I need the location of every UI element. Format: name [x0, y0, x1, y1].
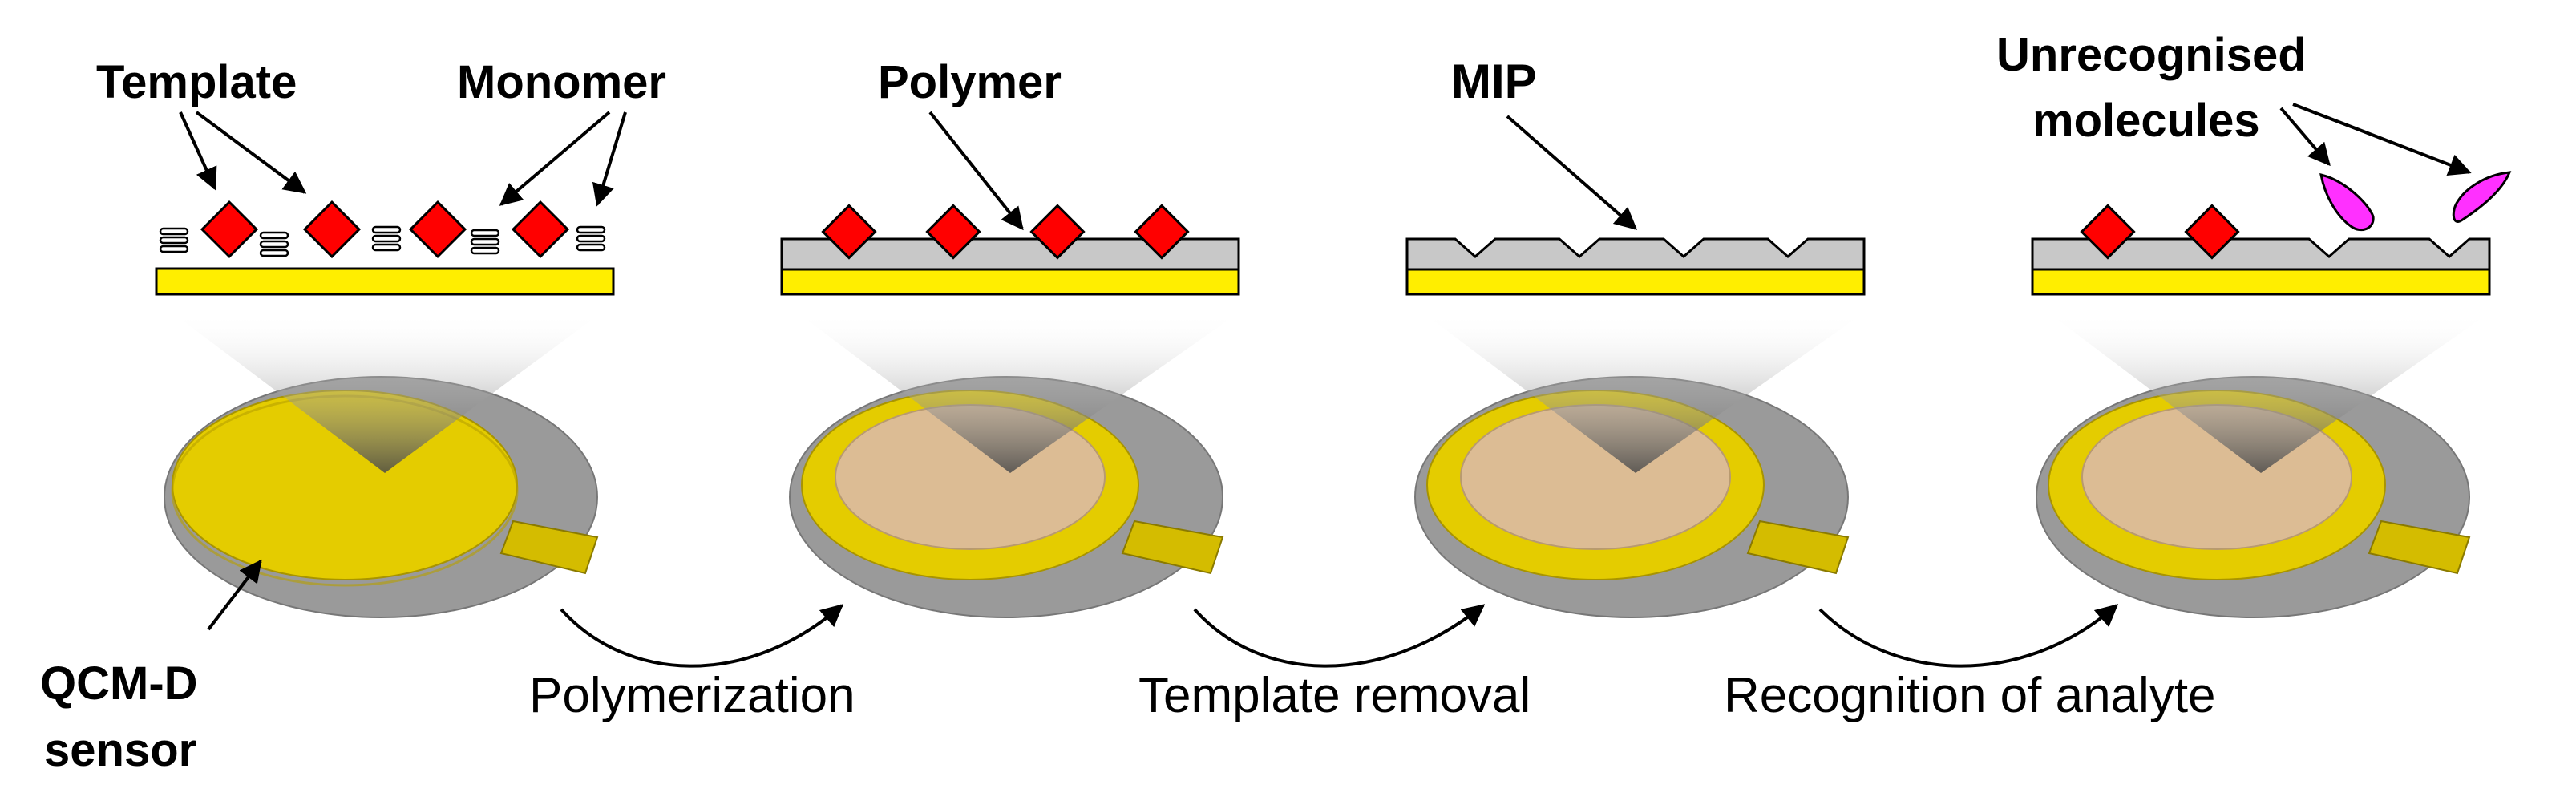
process-steps: Polymerization Template removal Recognit…	[529, 604, 2216, 723]
arrow-sensor	[207, 559, 262, 631]
template-diamond	[925, 204, 981, 260]
template-diamond	[408, 200, 467, 259]
templates-1	[200, 200, 570, 259]
label-sensor-line1: QCM-D	[40, 657, 198, 710]
qcm-sensor-4	[2036, 376, 2471, 618]
step-label-2: Template removal	[1138, 668, 1531, 723]
molecule-drop	[2452, 171, 2512, 223]
template-diamond	[2080, 204, 2136, 260]
label-unrecognised-line1: Unrecognised	[1996, 29, 2307, 81]
step-arrow-2	[1193, 604, 1486, 668]
template-diamond	[302, 200, 362, 259]
gold-substrate-2	[780, 267, 1240, 296]
label-polymer: Polymer	[878, 56, 1062, 108]
arrow-polymer	[928, 111, 1024, 231]
template-diamond	[821, 204, 877, 260]
sensor-tab	[1121, 520, 1224, 575]
sensor-tab	[2368, 520, 2471, 575]
bound-templates-4	[2080, 204, 2240, 260]
label-unrecognised-line2: molecules	[2032, 95, 2260, 147]
arrow-monomer-a	[499, 111, 611, 206]
label-monomer: Monomer	[457, 56, 666, 108]
label-template: Template	[96, 56, 297, 108]
step-label-3: Recognition of analyte	[1724, 668, 2216, 723]
template-diamond	[200, 200, 259, 259]
template-diamond	[1134, 204, 1190, 260]
template-diamond	[511, 200, 570, 259]
arrow-monomer-b	[592, 111, 627, 207]
molecule-drop	[2319, 173, 2375, 232]
templates-2	[821, 204, 1190, 260]
arrow-mip	[1506, 115, 1638, 230]
arrow-template-a	[179, 111, 217, 191]
step-label-1: Polymerization	[529, 668, 855, 723]
gold-substrate-3	[1405, 267, 1866, 296]
stage-3-mip: MIP	[1405, 55, 1866, 618]
label-mip: MIP	[1451, 55, 1537, 108]
sensor-tab	[1746, 520, 1850, 575]
beam-4	[2048, 313, 2489, 473]
sensor-tab	[499, 520, 599, 575]
beam-2	[798, 313, 1239, 473]
arrow-template-b	[195, 111, 307, 194]
arrow-unrecognised-b	[2292, 103, 2472, 176]
arrow-unrecognised-a	[2279, 107, 2331, 167]
gold-substrate-4	[2031, 267, 2491, 296]
label-sensor-line2: sensor	[44, 724, 196, 776]
gold-substrate-1	[155, 267, 615, 296]
qcm-sensor-2	[789, 376, 1224, 618]
stage-1-pre-polymerization: Template Monomer QCM-D sensor	[40, 56, 666, 776]
mip-layer-with-cavities	[1405, 237, 1866, 271]
template-diamond	[2184, 204, 2240, 260]
unrecognised-molecules	[2319, 171, 2512, 232]
stage-2-polymer: Polymer	[780, 56, 1240, 618]
mip-layer-4	[2031, 237, 2491, 271]
beam-3	[1423, 313, 1864, 473]
beam-1	[172, 313, 601, 473]
stage-4-recognition: Unrecognised molecules	[1996, 29, 2512, 618]
step-arrow-3	[1818, 604, 2119, 668]
step-arrow-1	[560, 604, 844, 668]
template-diamond	[1029, 204, 1086, 260]
